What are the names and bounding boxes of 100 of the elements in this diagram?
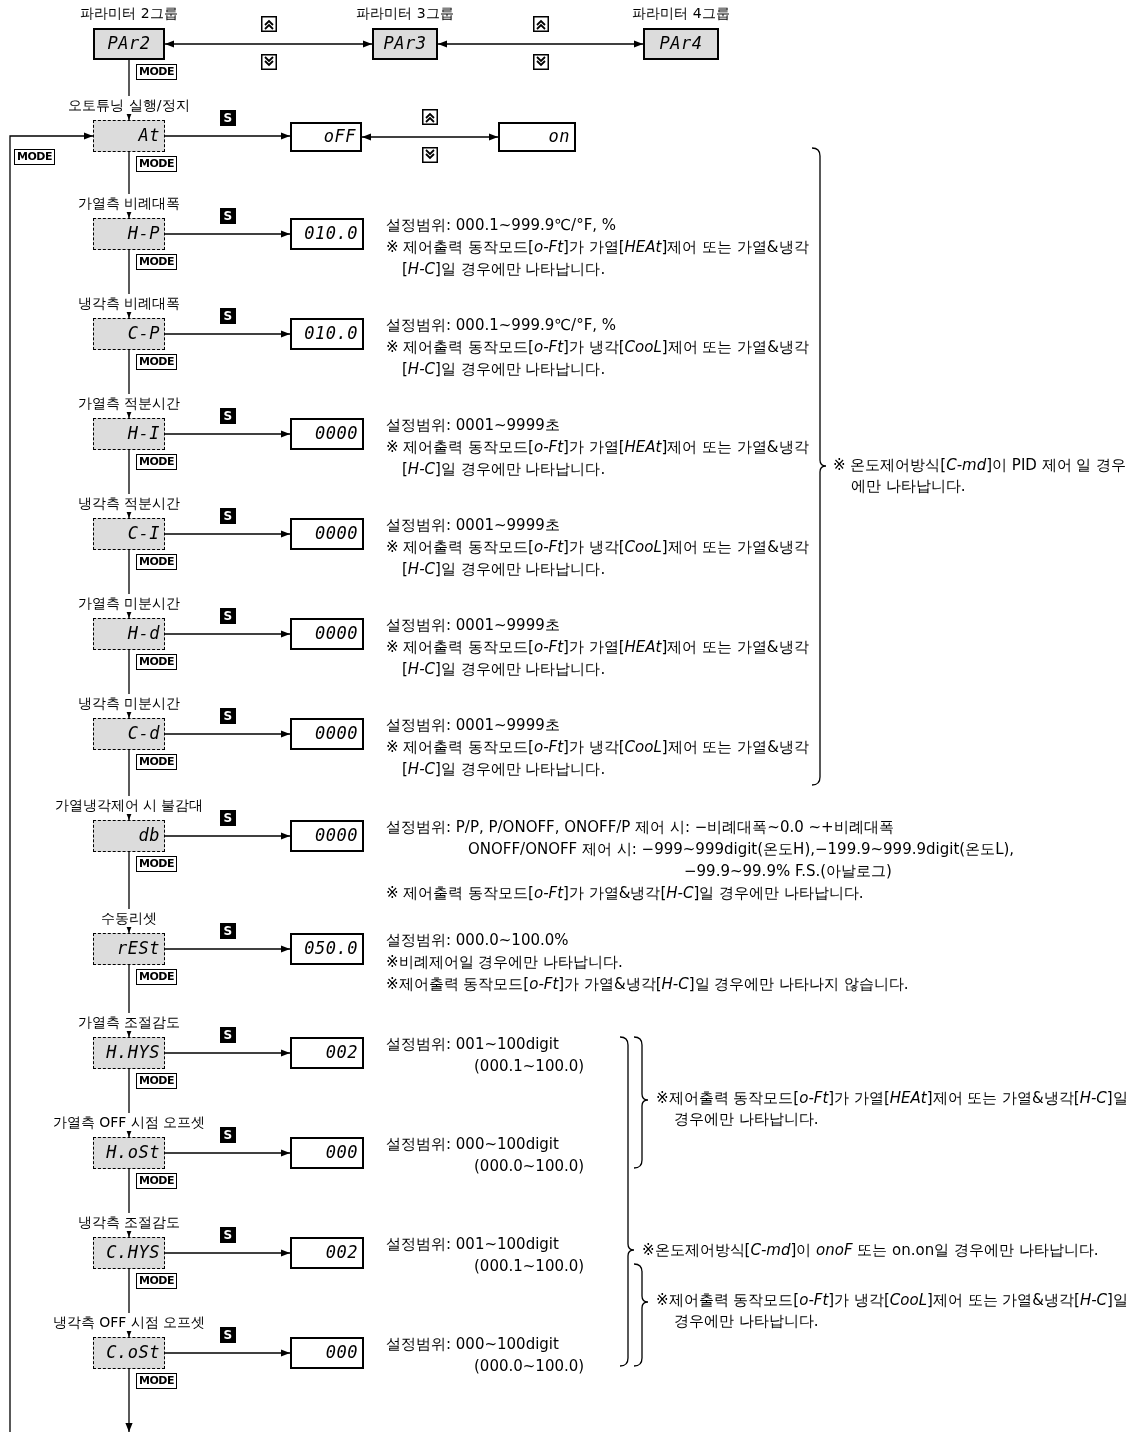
- arrow: [164, 230, 291, 238]
- setting-note: (000.0~100.0): [474, 1356, 585, 1377]
- segment-display: db: [93, 820, 165, 852]
- arrow: [164, 630, 291, 638]
- double-arrow: [437, 40, 644, 48]
- setting-note: 설정범위: 000~100digit: [386, 1334, 560, 1355]
- segment-display: C.HYS: [93, 1237, 165, 1269]
- arrow: [164, 1049, 291, 1057]
- segment-display: 0000: [290, 718, 364, 750]
- mode-key-label: MODE: [136, 554, 177, 570]
- setting-note: 설정범위: 001~100digit: [386, 1034, 560, 1055]
- setting-note: −99.9~99.9% F.S.(아날로그): [684, 861, 893, 882]
- setting-note: 설정범위: 0001~9999초: [386, 415, 561, 436]
- mode-key-label: MODE: [136, 454, 177, 470]
- segment-display: 000: [290, 1337, 364, 1369]
- set-key-label: S: [219, 308, 237, 324]
- arrow: [164, 530, 291, 538]
- arrow: [164, 330, 291, 338]
- setting-note: ONOFF/ONOFF 제어 시: −999~999digit(온도H),−199.9~999.9digit(온도L),: [468, 839, 1015, 860]
- set-key-label: S: [219, 508, 237, 524]
- set-key-label: S: [219, 110, 237, 126]
- segment-display: H-d: [93, 618, 165, 650]
- setting-note: 설정범위: 000.1~999.9℃/°F, %: [386, 215, 618, 236]
- double-arrow: [164, 40, 373, 48]
- segment-display: H.HYS: [93, 1037, 165, 1069]
- setting-note: (000.1~100.0): [474, 1256, 585, 1277]
- segment-display: H.oSt: [93, 1137, 165, 1169]
- setting-note: ※ 제어출력 동작모드[o-Ft]가 냉각[CooL]제어 또는 가열&냉각[H-C]일 경우에만 나타납니다.: [386, 337, 810, 380]
- segment-display: 050.0: [290, 933, 364, 965]
- arrow: [164, 1349, 291, 1357]
- arrow: [164, 1149, 291, 1157]
- setting-note: 설정범위: P/P, P/ONOFF, ONOFF/P 제어 시: −비례대폭~0.0 ~+비례대폭: [386, 817, 895, 838]
- segment-display: PAr4: [643, 28, 719, 60]
- setting-note: ※비례제어일 경우에만 나타납니다.: [386, 952, 624, 973]
- arrow: [9, 132, 94, 1433]
- arrow: [125, 1368, 133, 1433]
- setting-note: ※ 제어출력 동작모드[o-Ft]가 냉각[CooL]제어 또는 가열&냉각[H-C]일 경우에만 나타납니다.: [386, 737, 810, 780]
- setting-note: 설정범위: 0001~9999초: [386, 515, 561, 536]
- segment-display: 002: [290, 1237, 364, 1269]
- setting-note: ※ 제어출력 동작모드[o-Ft]가 가열[HEAt]제어 또는 가열&냉각[H-C]일 경우에만 나타납니다.: [386, 637, 810, 680]
- set-key-label: S: [219, 1227, 237, 1243]
- double-arrow: [361, 133, 499, 141]
- setting-note: ※ 제어출력 동작모드[o-Ft]가 가열&냉각[H-C]일 경우에만 나타납니다.: [386, 883, 865, 904]
- segment-display: 000: [290, 1137, 364, 1169]
- parameter-heading: 파라미터 3그룹: [354, 4, 456, 22]
- arrow: [164, 730, 291, 738]
- setting-note: ※제어출력 동작모드[o-Ft]가 가열&냉각[H-C]일 경우에만 나타나지 않습니다.: [386, 974, 909, 995]
- set-key-label: S: [219, 608, 237, 624]
- mode-key-label: MODE: [136, 156, 177, 172]
- segment-display: 010.0: [290, 218, 364, 250]
- set-key-label: S: [219, 408, 237, 424]
- set-key-label: S: [219, 923, 237, 939]
- set-key-label: S: [219, 708, 237, 724]
- mode-key-label: MODE: [136, 1173, 177, 1189]
- set-key-label: S: [219, 208, 237, 224]
- setting-note: 설정범위: 000.0~100.0%: [386, 930, 570, 951]
- parameter-heading: 파라미터 2그룹: [78, 4, 180, 22]
- segment-display: 002: [290, 1037, 364, 1069]
- set-key-label: S: [219, 1127, 237, 1143]
- segment-display: PAr3: [372, 28, 438, 60]
- segment-display: C.oSt: [93, 1337, 165, 1369]
- mode-key-label: MODE: [136, 254, 177, 270]
- set-key-label: S: [219, 1327, 237, 1343]
- segment-display: H-P: [93, 218, 165, 250]
- setting-note: ※ 제어출력 동작모드[o-Ft]가 가열[HEAt]제어 또는 가열&냉각[H-C]일 경우에만 나타납니다.: [386, 437, 810, 480]
- arrow: [164, 945, 291, 953]
- condition-note: ※제어출력 동작모드[o-Ft]가 가열[HEAt]제어 또는 가열&냉각[H-C]일 경우에만 나타납니다.: [656, 1088, 1129, 1130]
- segment-display: oFF: [290, 122, 362, 152]
- segment-display: H-I: [93, 418, 165, 450]
- setting-note: 설정범위: 001~100digit: [386, 1234, 560, 1255]
- setting-note: 설정범위: 000.1~999.9℃/°F, %: [386, 315, 618, 336]
- setting-note: ※ 제어출력 동작모드[o-Ft]가 가열[HEAt]제어 또는 가열&냉각[H-C]일 경우에만 나타납니다.: [386, 237, 810, 280]
- arrow: [164, 132, 291, 140]
- segment-display: 0000: [290, 618, 364, 650]
- setting-note: 설정범위: 000~100digit: [386, 1134, 560, 1155]
- mode-key-label: MODE: [136, 754, 177, 770]
- condition-note: ※제어출력 동작모드[o-Ft]가 냉각[CooL]제어 또는 가열&냉각[H-C]일 경우에만 나타납니다.: [656, 1290, 1129, 1332]
- mode-key-label: MODE: [136, 1273, 177, 1289]
- setting-note: (000.1~100.0): [474, 1056, 585, 1077]
- segment-display: on: [498, 122, 576, 152]
- mode-key-label: MODE: [136, 1373, 177, 1389]
- set-key-label: S: [219, 1027, 237, 1043]
- setting-note: ※ 제어출력 동작모드[o-Ft]가 냉각[CooL]제어 또는 가열&냉각[H-C]일 경우에만 나타납니다.: [386, 537, 810, 580]
- segment-display: 0000: [290, 820, 364, 852]
- segment-display: 0000: [290, 518, 364, 550]
- segment-display: rESt: [93, 933, 165, 965]
- segment-display: C-d: [93, 718, 165, 750]
- mode-key-label: MODE: [136, 969, 177, 985]
- mode-key-label: MODE: [136, 354, 177, 370]
- segment-display: C-I: [93, 518, 165, 550]
- setting-note: (000.0~100.0): [474, 1156, 585, 1177]
- segment-display: At: [93, 120, 165, 152]
- parameter-heading: 수동리셋: [99, 909, 159, 927]
- segment-display: 010.0: [290, 318, 364, 350]
- arrow: [164, 1249, 291, 1257]
- segment-display: 0000: [290, 418, 364, 450]
- condition-note: ※온도제어방식[C-md]이 onoF 또는 on.on일 경우에만 나타납니다.: [642, 1240, 1100, 1261]
- segment-display: PAr2: [93, 28, 165, 60]
- parameter-heading: 파라미터 4그룹: [630, 4, 732, 22]
- setting-note: 설정범위: 0001~9999초: [386, 715, 561, 736]
